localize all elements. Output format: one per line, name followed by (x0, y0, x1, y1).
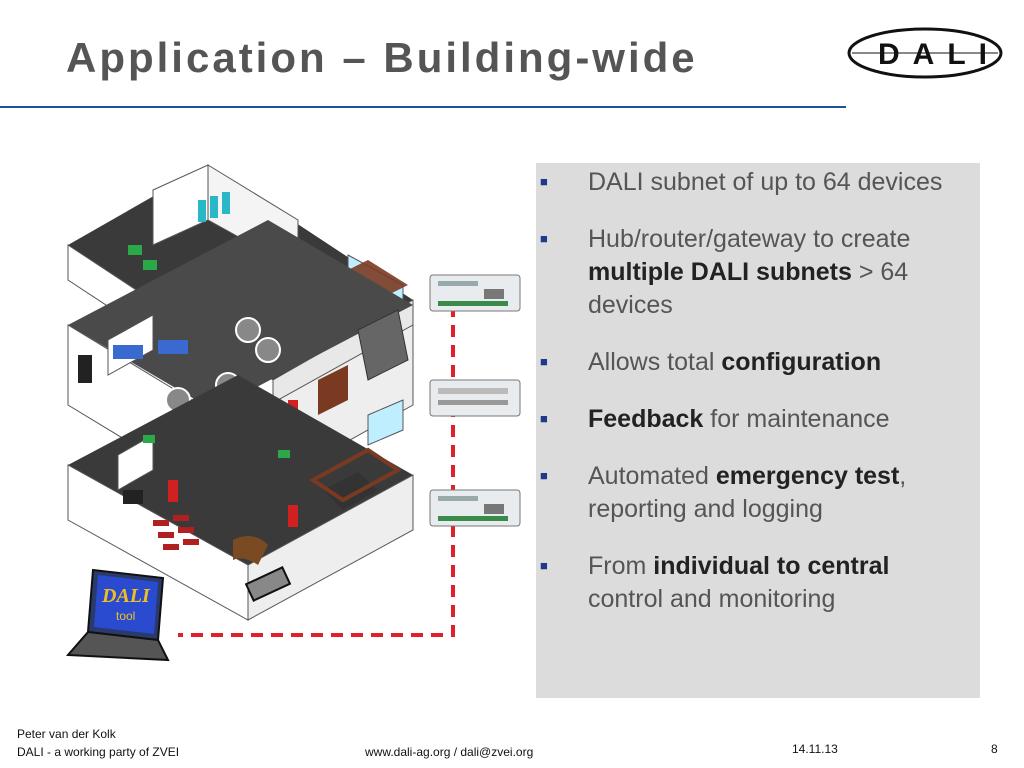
laptop-screen-subtext: tool (116, 609, 135, 623)
bullet-text: From (588, 552, 654, 580)
building-illustration: DALI tool (65, 164, 521, 662)
bullet-emphasis: Feedback (588, 405, 704, 433)
page-number: 8 (991, 742, 998, 756)
bullet-marker-icon: ■ (540, 411, 548, 426)
title-underline (0, 106, 846, 108)
bullet-emphasis: configuration (721, 348, 882, 376)
bullet-list: ■ DALI subnet of up to 64 devices ■ Hub/rou… (536, 166, 980, 640)
bullet-item: ■ Allows total configuration (536, 346, 980, 379)
bullet-marker-icon: ■ (540, 468, 548, 483)
laptop-screen-text: DALI (101, 585, 151, 607)
footer-date: 14.11.13 (792, 742, 838, 756)
gateway-device-2 (429, 379, 521, 417)
bullet-emphasis: emergency test (715, 462, 900, 490)
bullet-text: Allows total (588, 348, 722, 376)
bullet-panel (536, 163, 980, 698)
logo-text: DALI (878, 38, 1000, 71)
laptop-computer: DALI tool (65, 568, 170, 662)
bullet-text: Automated (588, 462, 716, 490)
bullet-text: Hub/router/gateway to create (588, 225, 911, 253)
bullet-emphasis: individual to central (653, 552, 890, 580)
footer-organization: DALI - a working party of ZVEI (17, 745, 180, 759)
slide-title: Application – Building-wide (66, 34, 698, 81)
gateway-device-3 (429, 489, 521, 527)
bullet-text: , reporting and logging (588, 462, 907, 523)
bullet-item: ■ Automated emergency test, reporting and… (536, 460, 980, 526)
footer-web-link[interactable]: www.dali-ag.org / dali@zvei.org (365, 745, 534, 759)
gateway-device-1 (429, 274, 521, 312)
dali-logo: DALI (847, 27, 1003, 79)
bullet-text: for maintenance (703, 405, 890, 433)
bullet-marker-icon: ■ (540, 558, 548, 573)
footer-author: Peter van der Kolk (17, 727, 116, 741)
bullet-marker-icon: ■ (540, 174, 548, 189)
bullet-item: ■ Hub/router/gateway to create multiple D… (536, 223, 980, 322)
bullet-text: DALI subnet of up to 64 devices (588, 168, 943, 196)
bullet-text: > 64 devices (588, 258, 909, 319)
bullet-text: control and monitoring (588, 585, 836, 613)
lower-floor (67, 375, 414, 621)
bullet-item: ■ DALI subnet of up to 64 devices (536, 166, 980, 199)
bullet-marker-icon: ■ (540, 354, 548, 369)
bullet-item: ■ From individual to central control and … (536, 550, 980, 616)
bullet-item: ■ Feedback for maintenance (536, 403, 980, 436)
bullet-marker-icon: ■ (540, 231, 548, 246)
bullet-emphasis: multiple DALI subnets (588, 258, 852, 286)
